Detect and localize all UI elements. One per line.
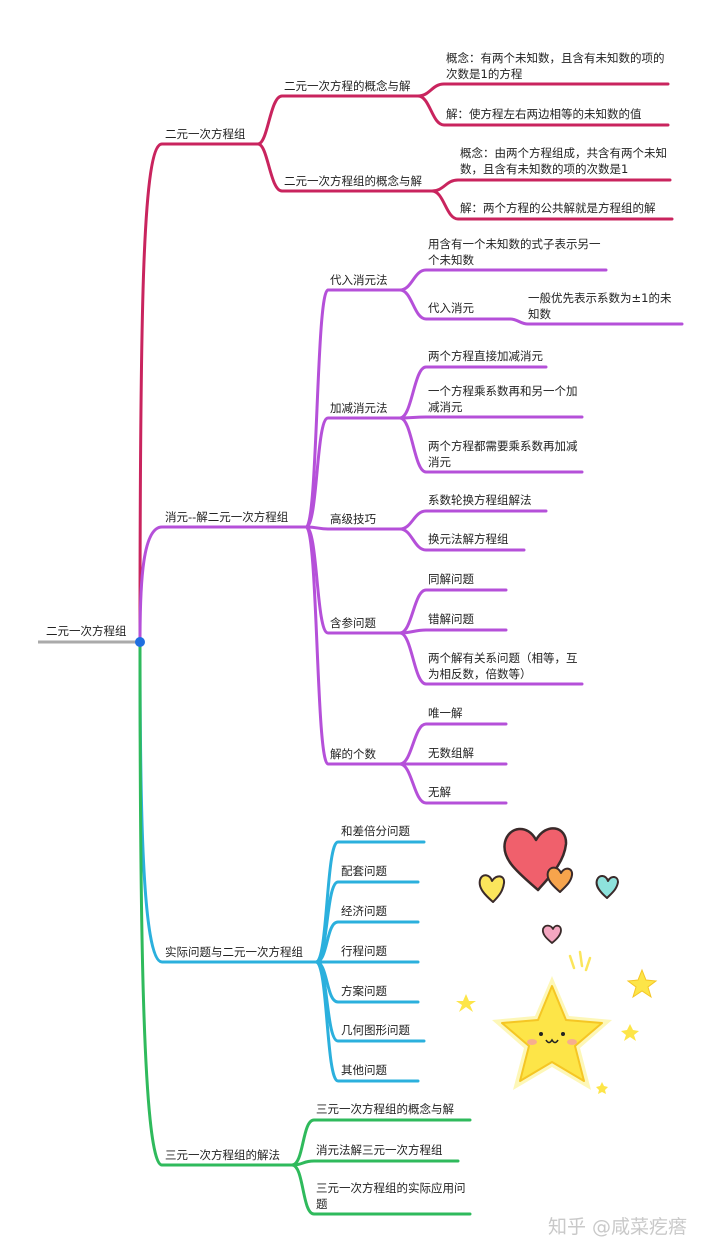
root-hub <box>135 637 145 647</box>
small-star-icon <box>456 994 476 1012</box>
b2-c1-leaf1: 用含有一个未知数的式子表示另一个未知数 <box>428 237 601 267</box>
b1-c1-leaf2: 解：使方程左右两边相等的未知数的值 <box>446 107 642 121</box>
b1-c2-leaf2: 解：两个方程的公共解就是方程组的解 <box>460 201 656 215</box>
b2-c4-leaf1: 同解问题 <box>428 572 474 586</box>
b3-item: 其他问题 <box>341 1063 387 1077</box>
branch-4-lines <box>138 640 472 1216</box>
b4-item: 消元法解三元一次方程组 <box>316 1143 443 1157</box>
b2-c3-leaf2: 换元法解方程组 <box>428 532 509 546</box>
yellow-heart-icon <box>478 874 506 903</box>
watermark: 知乎 @咸菜疙瘩 <box>548 1216 688 1238</box>
b2-c2-leaf3: 两个方程都需要乘系数再加减消元 <box>428 439 578 469</box>
hearts-decoration <box>478 827 619 944</box>
b2-c5-leaf3: 无解 <box>428 785 451 799</box>
b2-c5-leaf2: 无数组解 <box>428 746 474 760</box>
b3-item: 几何图形问题 <box>341 1023 410 1037</box>
b2-c4-leaf2: 错解问题 <box>428 612 474 626</box>
b1-c2-leaf1: 概念：由两个方程组成，共含有两个未知数，且含有未知数的项的次数是1 <box>460 146 667 176</box>
b2-c3-leaf1: 系数轮换方程组解法 <box>428 493 532 507</box>
b2-c2-leaf1: 两个方程直接加减消元 <box>428 349 543 363</box>
b3-item: 方案问题 <box>341 984 387 998</box>
b4-item: 三元一次方程组的概念与解 <box>316 1102 454 1116</box>
pink-heart-icon <box>541 924 562 944</box>
branch-3-title: 实际问题与二元一次方程组 <box>165 945 303 959</box>
b1-c1-leaf1: 概念：有两个未知数，且含有未知数的项的次数是1的方程 <box>446 51 665 81</box>
b2-c5-title: 解的个数 <box>330 747 376 761</box>
b3-item: 配套问题 <box>341 864 387 878</box>
smiling-star-icon <box>501 985 603 1082</box>
b2-c5-leaf1: 唯一解 <box>428 706 463 720</box>
b2-c2-leaf2: 一个方程乘系数再和另一个加减消元 <box>428 384 578 414</box>
b2-c3-title: 高级技巧 <box>330 512 376 526</box>
small-star-icon <box>596 1082 608 1094</box>
teal-heart-icon <box>595 875 619 899</box>
branch-1-title: 二元一次方程组 <box>165 127 246 141</box>
branch-1-lines <box>138 82 674 644</box>
b3-item: 和差倍分问题 <box>341 824 410 838</box>
b2-c1-leaf2: 代入消元 <box>428 301 474 315</box>
branch-3-lines <box>138 640 426 1083</box>
b2-c4-title: 含参问题 <box>330 616 376 630</box>
b1-c2-title: 二元一次方程组的概念与解 <box>284 174 422 188</box>
b2-c1-leaf2-sub: 一般优先表示系数为±1的未知数 <box>528 291 672 321</box>
b2-c2-title: 加减消元法 <box>330 401 388 415</box>
b2-c1-title: 代入消元法 <box>330 273 388 287</box>
small-star-icon <box>621 1024 639 1041</box>
orange-heart-icon <box>546 866 574 893</box>
small-star-icon <box>626 968 658 999</box>
b3-item: 经济问题 <box>341 904 387 918</box>
root-title: 二元一次方程组 <box>46 624 127 638</box>
b4-item: 三元一次方程组的实际应用问题 <box>316 1181 466 1211</box>
b1-c1-title: 二元一次方程的概念与解 <box>284 79 411 93</box>
b2-c4-leaf3: 两个解有关系问题（相等，互为相反数，倍数等） <box>428 651 578 681</box>
branch-2-lines <box>138 268 684 805</box>
b3-item: 行程问题 <box>341 944 387 958</box>
branch-4-title: 三元一次方程组的解法 <box>165 1148 280 1162</box>
branch-2-title: 消元--解二元一次方程组 <box>165 510 289 524</box>
star-decoration <box>456 950 658 1094</box>
